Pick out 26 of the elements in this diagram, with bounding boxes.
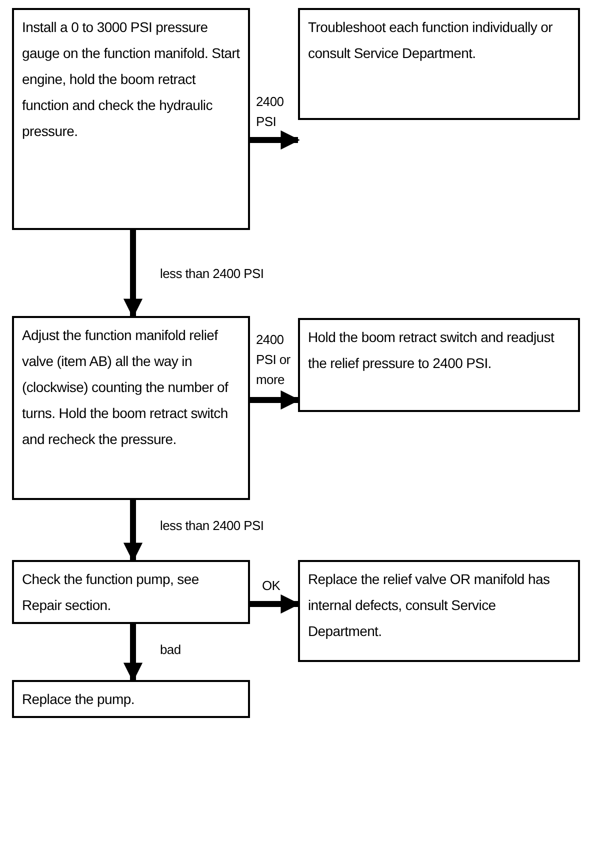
edge-label: 2400 PSI bbox=[256, 93, 285, 131]
step-text: Troubleshoot each function individually or consult Service Department. bbox=[308, 18, 554, 63]
arrow bbox=[250, 130, 300, 150]
step-text: Install a 0 to 3000 PSI pressure gauge on the function manifold. Start engine, hold the boom retract function and check the hydraulic pressure. bbox=[22, 18, 240, 141]
edge-label: 2400 PSI or more bbox=[256, 331, 292, 389]
process-box bbox=[12, 680, 250, 718]
process-box bbox=[298, 318, 580, 412]
edge-label: OK bbox=[262, 577, 282, 595]
step-text: Replace the relief valve OR manifold has internal defects, consult Service Department. bbox=[308, 570, 551, 641]
arrow bbox=[250, 594, 300, 614]
process-box bbox=[298, 8, 580, 120]
edge-label: less than 2400 PSI bbox=[160, 265, 265, 283]
process-box bbox=[12, 560, 250, 624]
edge-label: less than 2400 PSI bbox=[160, 517, 265, 535]
edge-label: bad bbox=[160, 641, 182, 659]
process-box bbox=[12, 8, 250, 230]
arrow bbox=[123, 500, 143, 562]
process-box bbox=[12, 316, 250, 500]
step-text: Adjust the function manifold relief valve (item AB) all the way in (clockwise) counting the number of turns. Hold the boom retract switch and recheck the pressure. bbox=[22, 326, 230, 449]
arrow bbox=[123, 230, 143, 318]
step-text: Hold the boom retract switch and readjust the relief pressure to 2400 PSI. bbox=[308, 328, 556, 373]
process-box bbox=[298, 560, 580, 662]
arrow bbox=[123, 624, 143, 682]
step-text: Check the function pump, see Repair section. bbox=[22, 570, 200, 615]
arrow bbox=[250, 390, 300, 410]
step-text: Replace the pump. bbox=[22, 690, 136, 709]
